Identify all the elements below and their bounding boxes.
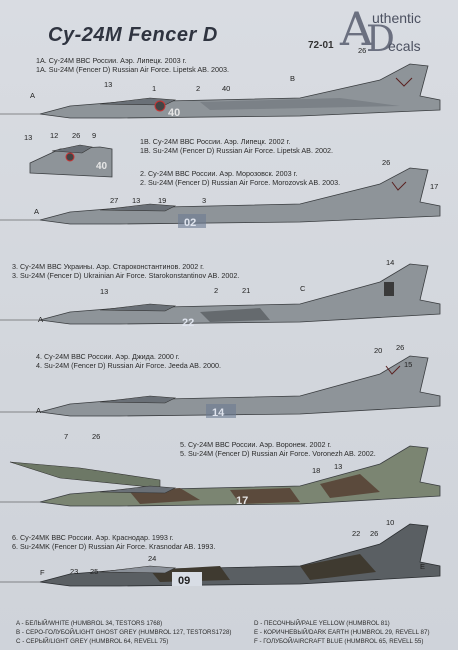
legend-f: F - ГОЛУБОЙ/AIRCRAFT BLUE (HUMBROL 65, R…	[254, 638, 424, 645]
legend-a: A - БЕЛЫЙ/WHITE (HUMBROL 34, TESTORS 176…	[16, 620, 163, 627]
legend-b: B - СЕРО-ГОЛУБОЙ/LIGHT GHOST GREY (HUMBR…	[16, 629, 232, 636]
profile-4-aircraft: 14	[0, 355, 441, 419]
callout-14: 14	[386, 258, 395, 267]
callout-1: 1	[152, 84, 157, 93]
legend-c: C - СЕРЫЙ/LIGHT GREY (HUMBROL 64, REVELL…	[16, 638, 169, 645]
callout-a: A	[38, 315, 44, 324]
callout-22: 22	[352, 529, 361, 538]
callout-6: 40	[222, 84, 231, 93]
callout-2: 2	[214, 286, 219, 295]
caption-en: 1A. Su-24M (Fencer D) Russian Air Force.…	[36, 65, 229, 74]
profile-1b-aircraft: 40	[29, 144, 113, 178]
callout-12: 12	[50, 131, 59, 140]
callout-a: A	[34, 207, 40, 216]
callout-25: 25	[90, 567, 99, 576]
callout-a: A	[30, 91, 36, 100]
legend-d: D - ПЕСОЧНЫЙ/PALE YELLOW (HUMBROL 81)	[254, 620, 390, 627]
brand-letter-a: A	[340, 2, 374, 56]
tail-number: 40	[168, 107, 180, 119]
callout-2: 2	[196, 84, 201, 93]
callout-13: 13	[104, 80, 113, 89]
caption-ru: 2. Су-24М ВВС России. Аэр. Морозовск. 20…	[140, 169, 298, 178]
callout-13: 13	[100, 287, 109, 296]
callout-27: 27	[110, 196, 119, 205]
tail-number: 02	[184, 217, 196, 229]
caption-en: 4. Su-24M (Fencer D) Russian Air Force. …	[36, 361, 221, 370]
callout-18: 18	[312, 466, 321, 475]
caption-ru: 4. Су-24М ВВС России. Аэр. Джида. 2000 г…	[36, 352, 180, 361]
callout-19: 19	[158, 196, 167, 205]
callout-13: 13	[334, 462, 343, 471]
callout-f: F	[40, 568, 45, 577]
caption-en: 3. Su-24M (Fencer D) Ukrainian Air Force…	[12, 271, 240, 280]
profile-3-aircraft: 22	[0, 263, 441, 329]
callout-13: 13	[132, 196, 141, 205]
callout-26: 26	[72, 131, 81, 140]
callout-e: E	[420, 562, 426, 571]
tail-number: 09	[178, 575, 190, 587]
brand-word-top: uthentic	[372, 10, 422, 26]
profile-5-aircraft: 17	[0, 445, 441, 507]
profile-5-caption: 5. Су-24М ВВС России. Аэр. Воронеж. 2002…	[180, 440, 376, 458]
callout-c: C	[300, 284, 306, 293]
callout-26: 26	[92, 432, 101, 441]
brand-word-bottom: ecals	[388, 38, 421, 54]
caption-en: 5. Su-24M (Fencer D) Russian Air Force. …	[180, 449, 376, 458]
caption-en: 6. Su-24MK (Fencer D) Russian Air Force.…	[12, 542, 216, 551]
legend-e: E - КОРИЧНЕВЫЙ/DARK EARTH (HUMBROL 29, R…	[254, 629, 430, 636]
callout-9: 9	[92, 131, 97, 140]
callout-13: 13	[24, 133, 33, 142]
caption-en: 2. Su-24M (Fencer D) Russian Air Force. …	[140, 178, 341, 187]
profile-1b-caption: 1B. Су-24М ВВС России. Аэр. Липецк. 2002…	[140, 137, 333, 155]
callout-21: 21	[242, 286, 251, 295]
profile-2-caption: 2. Су-24М ВВС России. Аэр. Морозовск. 20…	[140, 169, 340, 187]
caption-ru: 5. Су-24М ВВС России. Аэр. Воронеж. 2002…	[180, 440, 332, 449]
callout-26: 26	[370, 529, 379, 538]
profile-6-aircraft: 09	[0, 523, 441, 587]
callout-7: 7	[64, 432, 69, 441]
profile-4-caption: 4. Су-24М ВВС России. Аэр. Джида. 2000 г…	[36, 352, 221, 370]
caption-en: 1B. Su-24M (Fencer D) Russian Air Force.…	[140, 146, 333, 155]
tail-number: 40	[96, 161, 108, 172]
tail-number: 17	[236, 495, 248, 507]
profile-2-aircraft: 02	[0, 167, 441, 229]
callout-a: A	[36, 406, 42, 415]
tail-number: 14	[212, 407, 225, 419]
profile-6-caption: 6. Су-24МК ВВС России. Аэр. Краснодар. 1…	[12, 533, 215, 551]
callout-10: 10	[386, 518, 395, 527]
caption-ru: 1B. Су-24М ВВС России. Аэр. Липецк. 2002…	[140, 137, 291, 146]
caption-ru: 6. Су-24МК ВВС России. Аэр. Краснодар. 1…	[12, 533, 174, 542]
callout-26: 26	[396, 343, 405, 352]
profile-3-caption: 3. Су-24М ВВС Украины. Аэр. Староконстан…	[12, 262, 239, 280]
brand-letter-d: D	[366, 19, 395, 60]
page-title: Су-24M Fencer D	[48, 24, 218, 46]
callout-b: B	[290, 74, 296, 83]
callout-26: 26	[358, 46, 367, 55]
callout-23: 23	[70, 567, 79, 576]
profile-1a-caption: 1A. Су-24М ВВС России. Аэр. Липецк. 2003…	[36, 56, 229, 74]
tail-number: 22	[182, 317, 194, 329]
callout-24: 24	[148, 554, 157, 563]
caption-ru: 3. Су-24М ВВС Украины. Аэр. Староконстан…	[12, 262, 204, 271]
profile-1a-aircraft: 40	[0, 63, 441, 119]
callout-17: 17	[430, 182, 439, 191]
callout-20: 20	[374, 346, 383, 355]
callout-26: 26	[382, 158, 391, 167]
brand-logo: A uthentic D ecals 72-01	[308, 2, 438, 60]
callout-3: 3	[202, 196, 207, 205]
caption-ru: 1A. Су-24М ВВС России. Аэр. Липецк. 2003…	[36, 56, 187, 65]
sheet-code: 72-01	[308, 40, 334, 51]
callout-15: 15	[404, 360, 413, 369]
